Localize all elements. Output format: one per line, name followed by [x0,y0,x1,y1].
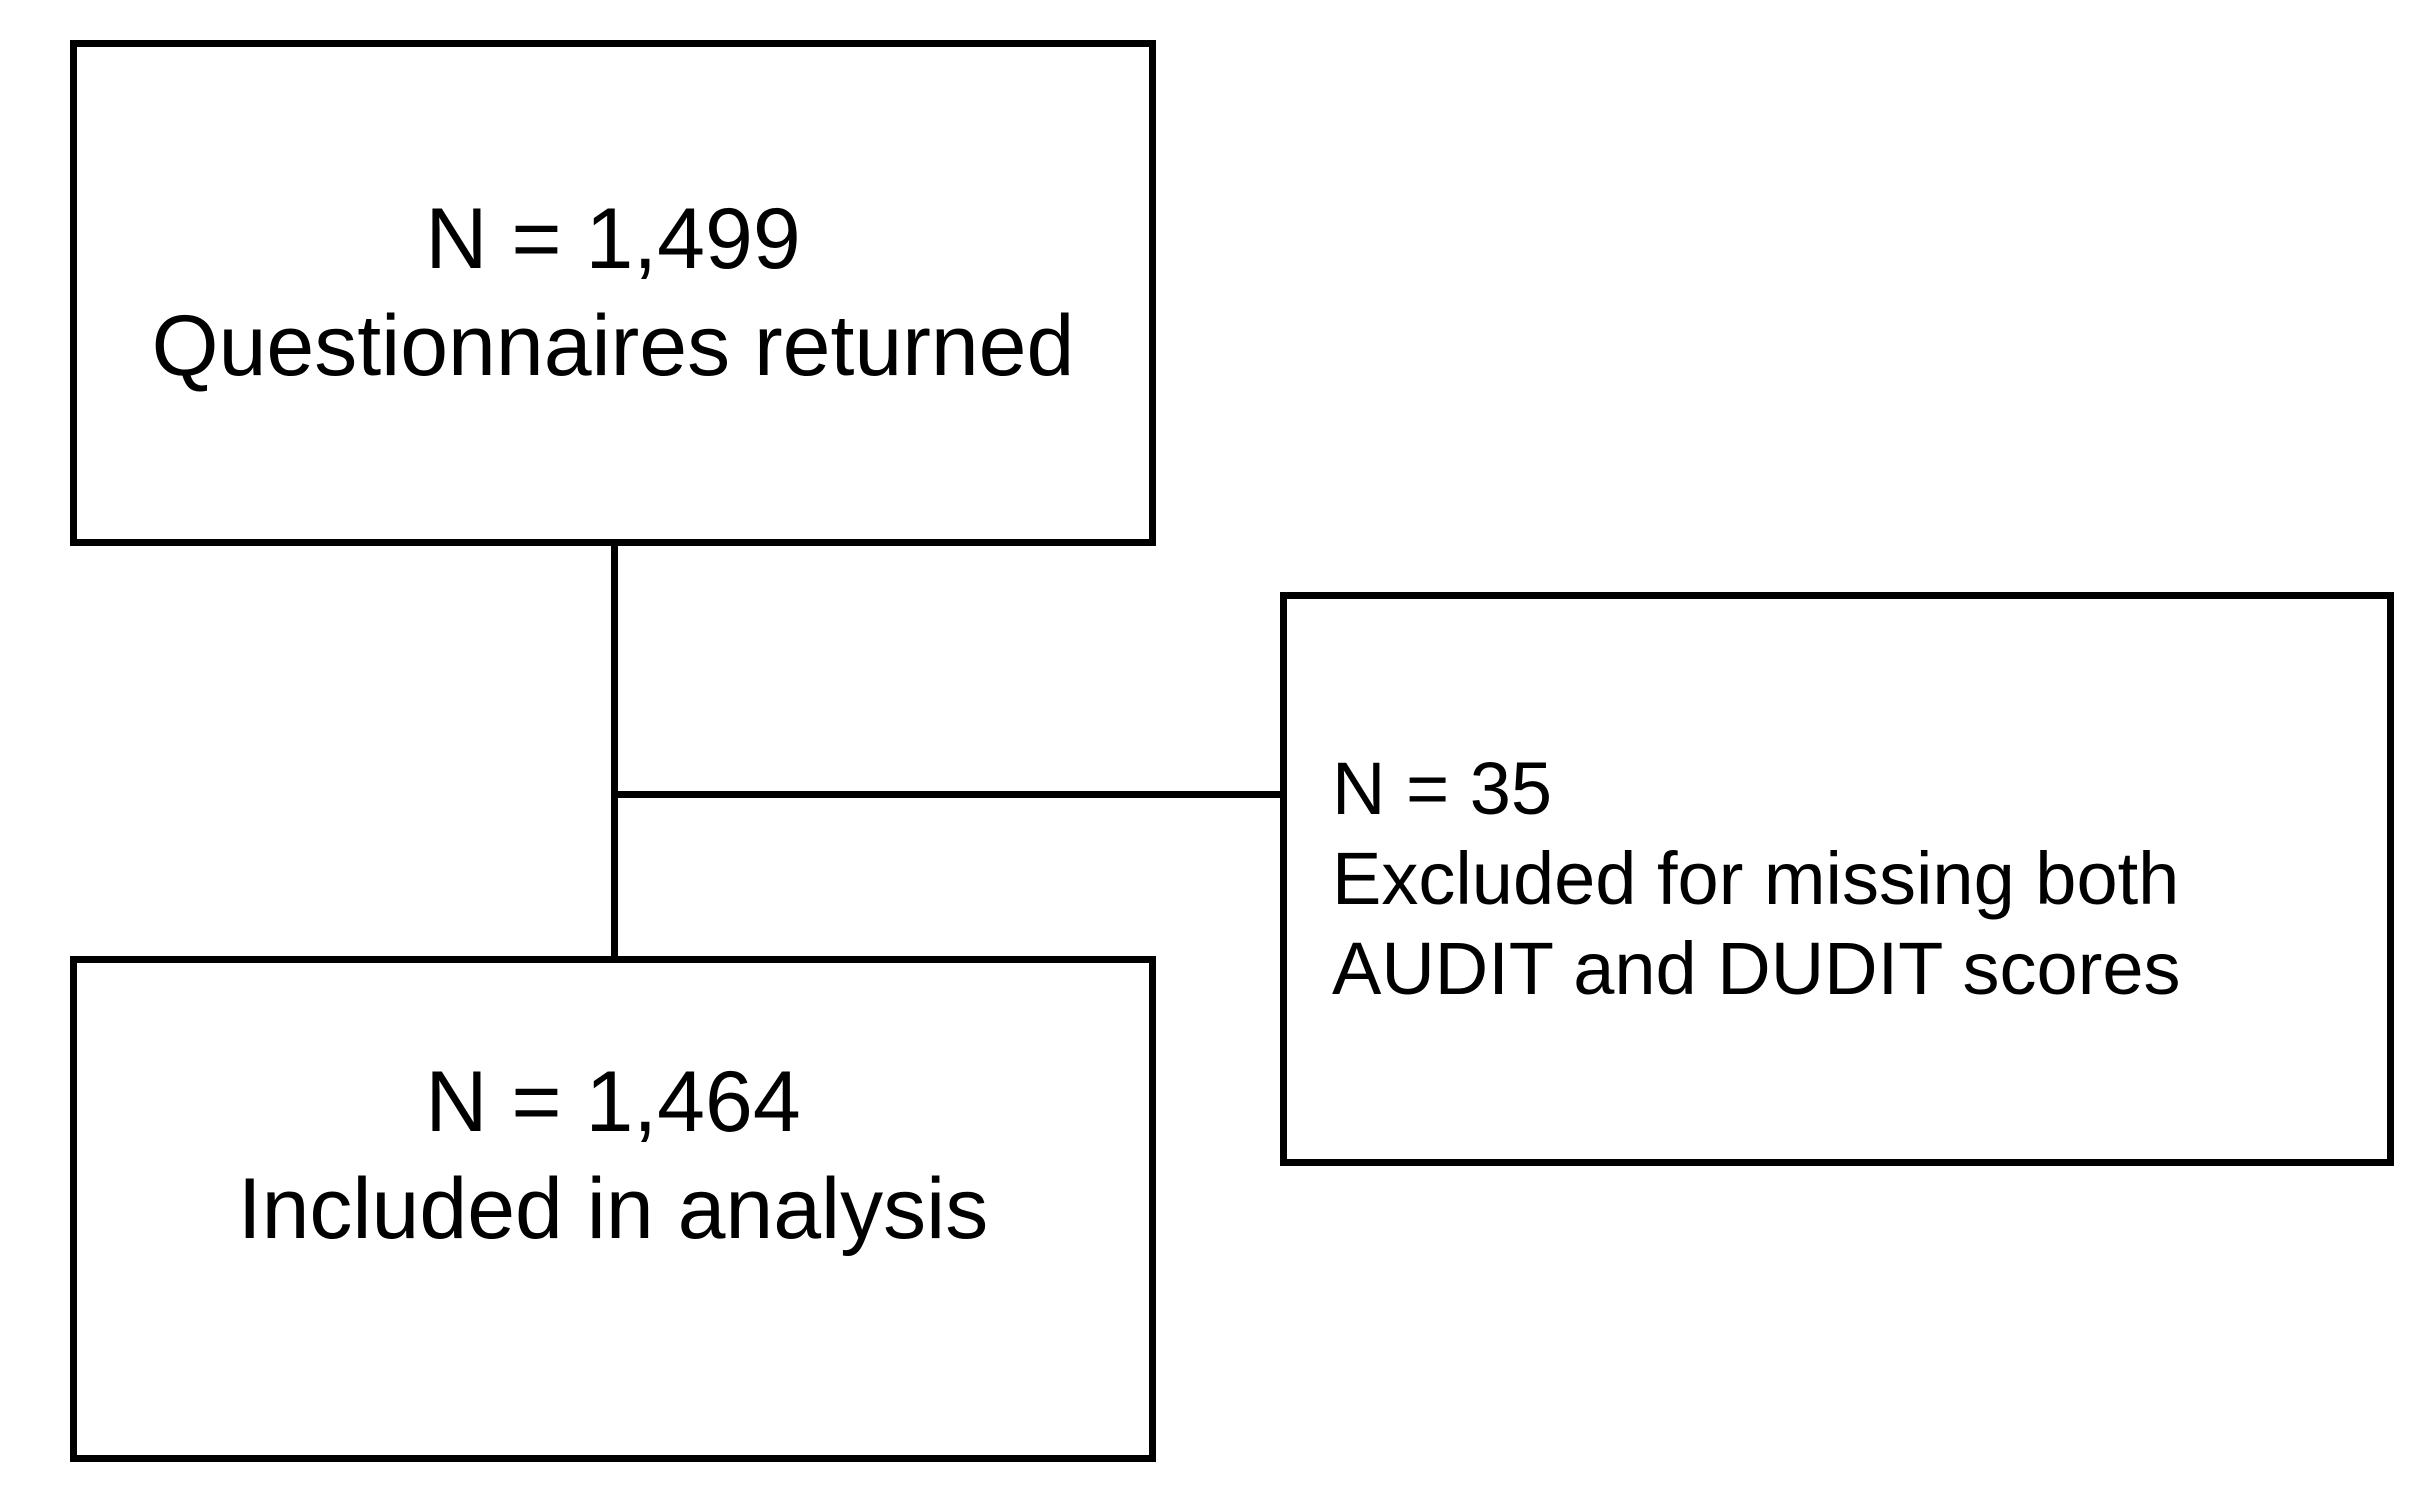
box-description-label: Questionnaires returned [151,298,1075,394]
vertical-flow-line [611,546,618,959]
box-count-label: N = 1,464 [425,1054,801,1150]
box-count-label: N = 35 [1332,747,1553,830]
box-description-label: Excluded for missing both [1332,837,2180,920]
box-description-label: AUDIT and DUDIT scores [1332,927,2181,1010]
box-description-label: Included in analysis [237,1161,989,1257]
flow-box-questionnaires-returned: N = 1,499 Questionnaires returned [70,40,1156,546]
flow-box-included-in-analysis: N = 1,464 Included in analysis [70,956,1156,1462]
box-count-label: N = 1,499 [425,191,801,287]
box-text-block: N = 1,499 Questionnaires returned [77,186,1149,400]
box-text-block: N = 35 Excluded for missing both AUDIT a… [1332,744,2367,1014]
box-text-block: N = 1,464 Included in analysis [77,1049,1149,1263]
horizontal-branch-line [615,791,1283,798]
flow-box-excluded-missing-scores: N = 35 Excluded for missing both AUDIT a… [1280,592,2394,1166]
